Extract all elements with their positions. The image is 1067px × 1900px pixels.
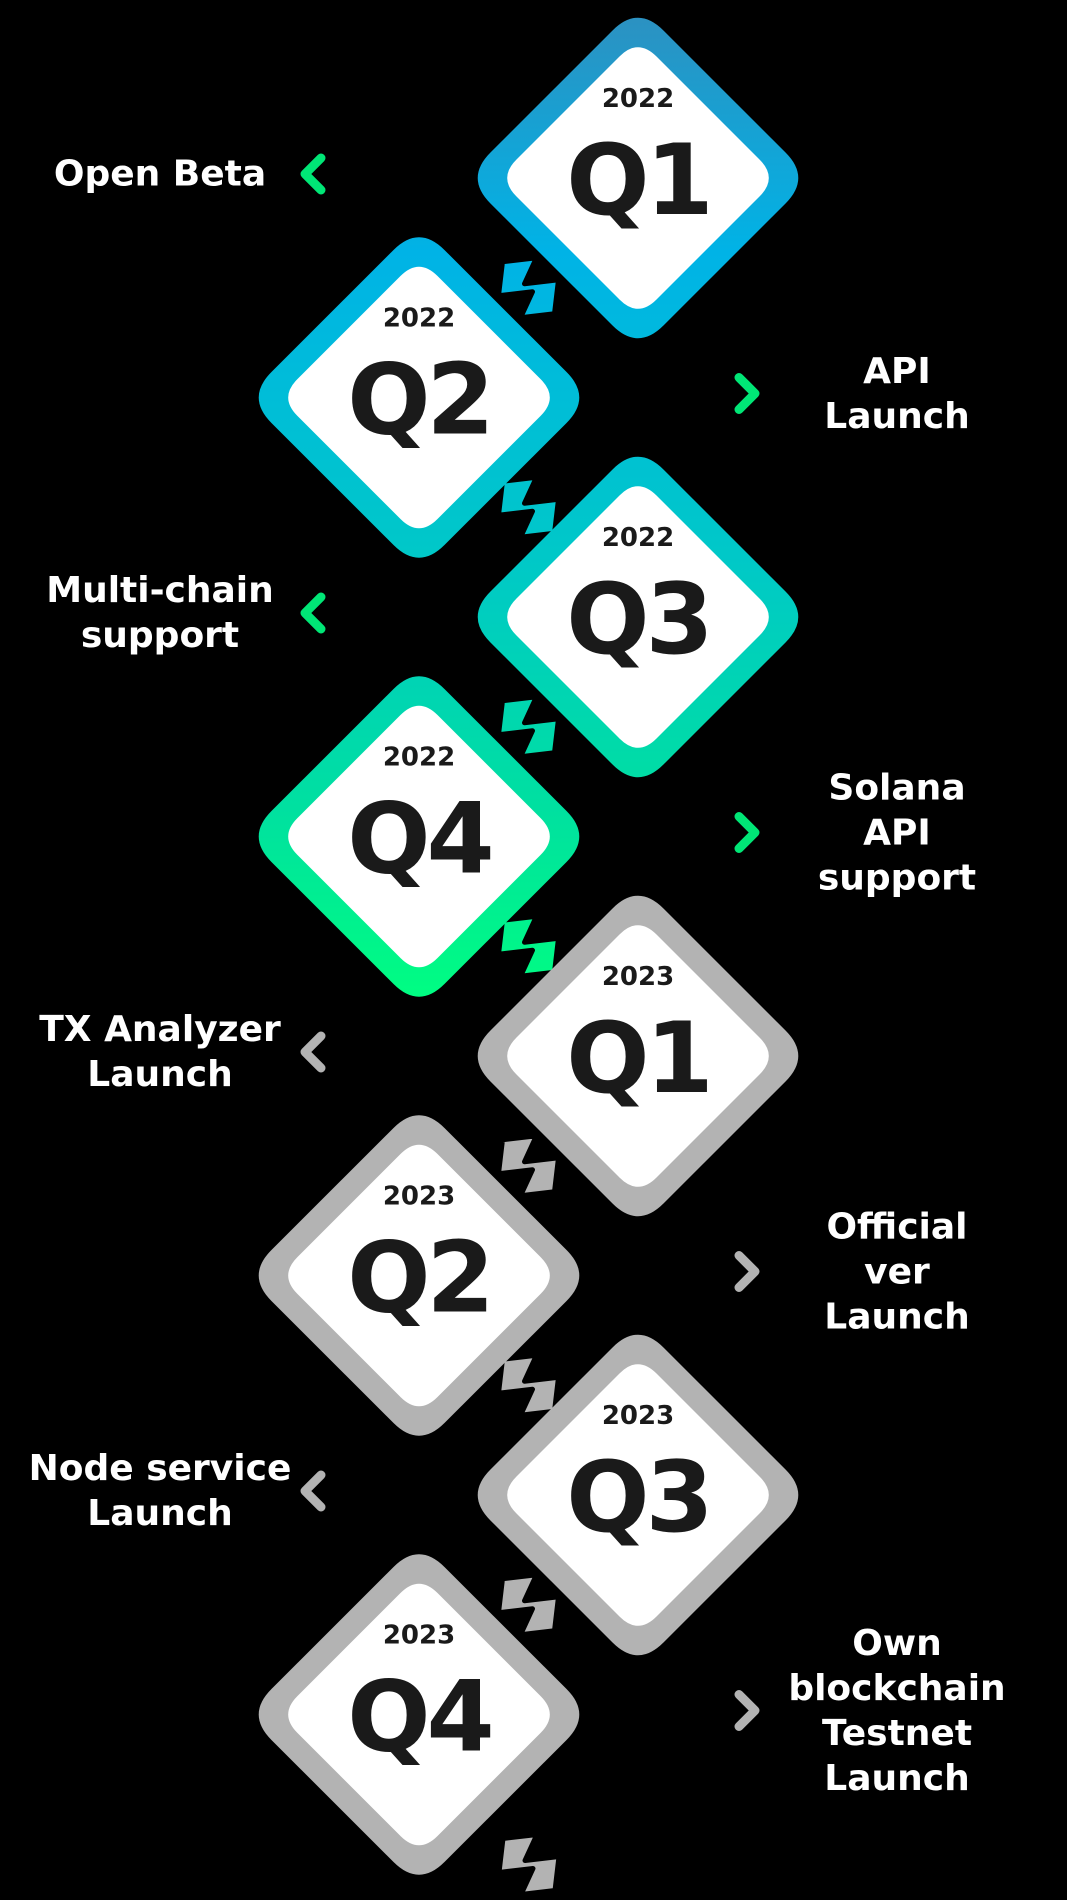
milestone-quarter: Q1 (566, 1002, 710, 1116)
milestone-year: 2022 (383, 304, 455, 334)
diamond-card (288, 266, 550, 529)
connector (496, 1133, 561, 1199)
diamond-card (507, 486, 769, 748)
chevron-left-icon (300, 153, 326, 195)
milestone-year: 2023 (383, 1182, 455, 1212)
connector (496, 694, 561, 760)
diamond-card (288, 1144, 550, 1407)
milestone-label: Solana API support (817, 767, 977, 898)
chevron-left-icon (300, 1470, 326, 1512)
milestone-label: Official ver Launch (824, 1206, 970, 1337)
diamond-card (288, 705, 550, 968)
milestone-quarter: Q4 (347, 783, 491, 897)
diamond-card (507, 925, 769, 1187)
connectors-layer (496, 255, 562, 1897)
milestone-label: Own blockchain Testnet Launch (788, 1622, 1006, 1799)
milestone-label: API Launch (824, 350, 970, 437)
chevron-right-icon (734, 373, 760, 414)
milestone-label: Multi-chain support (46, 570, 274, 656)
diamond-card (507, 1364, 769, 1626)
diamond-card (288, 1583, 550, 1846)
milestone-year: 2023 (383, 1621, 455, 1651)
connector (496, 1572, 561, 1638)
connector (496, 255, 561, 321)
milestone-label: Open Beta (53, 153, 267, 195)
milestone-quarter: Q2 (347, 344, 491, 458)
connector (496, 1352, 561, 1418)
milestone-quarter: Q3 (566, 1441, 710, 1555)
diamond-card (507, 47, 769, 309)
chevron-right-icon (734, 812, 760, 853)
chevrons-layer (300, 153, 760, 1731)
connector (496, 474, 561, 540)
milestone-year: 2023 (602, 962, 674, 992)
milestone-year: 2023 (602, 1401, 674, 1431)
milestone-quarter: Q2 (347, 1222, 491, 1336)
milestone-quarter: Q3 (566, 563, 710, 677)
milestone-year: 2022 (602, 84, 674, 114)
diamonds-layer: 2022Q12022Q22022Q32022Q42023Q12023Q22023… (258, 17, 799, 1875)
connector (496, 913, 561, 979)
chevron-left-icon (300, 1031, 326, 1073)
milestone-label: TX Analyzer Launch (39, 1009, 281, 1095)
connector (496, 1832, 562, 1897)
chevron-right-icon (734, 1251, 760, 1292)
milestone-year: 2022 (602, 523, 674, 553)
milestone-year: 2022 (383, 743, 455, 773)
milestone-quarter: Q4 (347, 1661, 491, 1775)
chevron-right-icon (734, 1690, 760, 1731)
milestone-quarter: Q1 (566, 124, 710, 238)
chevron-left-icon (300, 592, 326, 634)
milestone-label: Node service Launch (28, 1448, 292, 1534)
